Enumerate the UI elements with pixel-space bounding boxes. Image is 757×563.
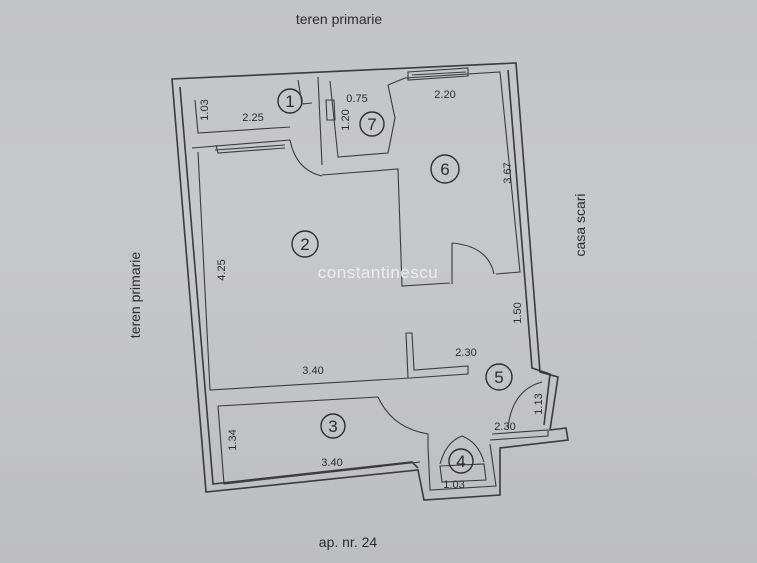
room-3-walls xyxy=(217,396,421,485)
door-room-5 xyxy=(507,381,543,429)
room-7-marker xyxy=(359,111,385,137)
room-4-number: 4 xyxy=(456,452,465,471)
room-3-dim-width: 3.40 xyxy=(321,457,342,469)
room-5-dim-bottom: 2.30 xyxy=(494,421,515,433)
room-5-threshold xyxy=(489,429,549,441)
room-5-dim-top: 2.30 xyxy=(455,347,476,359)
room-7-number: 7 xyxy=(367,115,376,134)
door-room-3 xyxy=(377,396,429,446)
room-7-dim-width: 0.75 xyxy=(346,93,367,105)
room-5-dim-side: 1.50 xyxy=(512,302,524,323)
room-1-walls xyxy=(191,76,323,166)
outer-walls xyxy=(171,62,569,501)
room-2-number: 2 xyxy=(300,235,309,254)
label-left: teren primarie xyxy=(127,252,143,339)
room-1-number: 1 xyxy=(285,92,294,111)
room-7-walls xyxy=(325,80,396,158)
room-6-walls xyxy=(387,67,521,275)
room-3-marker xyxy=(320,413,346,439)
room-6-dim-width: 2.20 xyxy=(434,89,455,101)
label-right: casa scari xyxy=(572,193,588,256)
watermark: constantinescu xyxy=(318,263,438,282)
room-1-dim-length: 2.25 xyxy=(242,112,263,124)
label-bottom: ap. nr. 24 xyxy=(319,534,378,550)
room-2-dim-width: 3.40 xyxy=(302,365,323,377)
door-room-6 xyxy=(451,242,495,275)
room-6-number: 6 xyxy=(440,160,449,179)
room-3-dim-height: 1.34 xyxy=(227,429,239,450)
door-room-1 xyxy=(289,139,323,177)
room-1-marker xyxy=(277,88,303,114)
room-2-walls xyxy=(197,151,469,391)
room-4-walls xyxy=(427,435,497,491)
room-6-marker xyxy=(430,154,460,184)
room-7-dim-height: 1.20 xyxy=(340,109,352,130)
room-5-dim-entry: 1.13 xyxy=(533,393,545,414)
room-3-number: 3 xyxy=(328,417,337,436)
room-5-number: 5 xyxy=(494,368,503,387)
room-4-dim: 1.03 xyxy=(443,479,464,491)
room-1-dim-width: 1.03 xyxy=(199,99,211,120)
room-4-marker xyxy=(448,448,474,474)
room-2-dim-height: 4.25 xyxy=(216,259,228,280)
room-5-marker xyxy=(485,363,513,391)
label-top: teren primarie xyxy=(296,11,383,27)
room-6-dim-height: 3.67 xyxy=(502,162,514,183)
room-2-marker xyxy=(291,230,319,258)
